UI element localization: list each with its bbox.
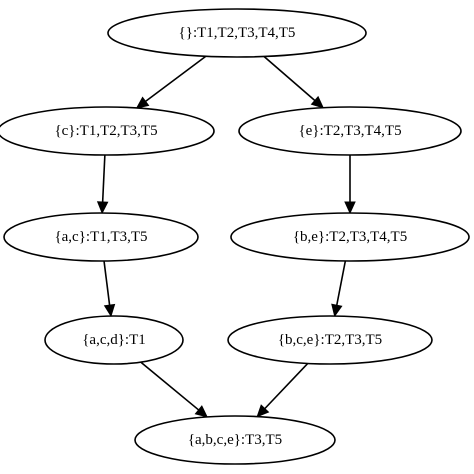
- node-ellipse: [44, 315, 184, 365]
- edge-line: [103, 260, 111, 306]
- edge-e-to-be: [344, 155, 356, 215]
- node-label: {}:T1,T2,T3,T4,T5: [179, 25, 296, 41]
- node-ellipse: [134, 415, 336, 465]
- arrowhead-icon: [194, 405, 209, 418]
- node-ac: {a,c}:T1,T3,T5: [3, 212, 199, 262]
- edge-line: [335, 260, 347, 306]
- node-ellipse: [3, 212, 199, 262]
- arrowhead-icon: [256, 404, 270, 418]
- node-e: {e}:T2,T3,T4,T5: [238, 106, 462, 156]
- arrowhead-icon: [331, 303, 343, 318]
- edge-bce-to-abce: [256, 362, 309, 418]
- node-root: {}:T1,T2,T3,T4,T5: [107, 8, 367, 58]
- node-bce: {b,c,e}:T2,T3,T5: [227, 315, 433, 365]
- node-ellipse: [227, 315, 433, 365]
- node-ellipse: [238, 106, 462, 156]
- arrowhead-icon: [135, 96, 150, 109]
- arrowhead-icon: [310, 95, 325, 109]
- edge-line: [263, 55, 316, 102]
- edge-line: [140, 361, 200, 411]
- node-label: {b,e}:T2,T3,T4,T5: [293, 229, 407, 245]
- node-ellipse: [0, 106, 215, 156]
- edge-ac-to-acd: [103, 260, 116, 318]
- node-label: {e}:T2,T3,T4,T5: [298, 123, 401, 139]
- arrowhead-icon: [103, 303, 116, 318]
- edge-root-to-e: [263, 55, 325, 109]
- node-ellipse: [107, 8, 367, 58]
- node-label: {b,c,e}:T2,T3,T5: [278, 332, 382, 348]
- node-acd: {a,c,d}:T1: [44, 315, 184, 365]
- node-label: {a,b,c,e}:T3,T5: [188, 432, 282, 448]
- edge-c-to-ac: [96, 154, 109, 215]
- arrowhead-icon: [344, 201, 356, 215]
- edge-line: [145, 55, 207, 103]
- node-ellipse: [230, 212, 470, 262]
- edge-root-to-c: [135, 55, 207, 109]
- node-label: {a,c,d}:T1: [82, 332, 146, 348]
- node-label: {a,c}:T1,T3,T5: [54, 229, 147, 245]
- arrowhead-icon: [96, 201, 109, 215]
- node-be: {b,e}:T2,T3,T4,T5: [230, 212, 470, 262]
- edge-line: [264, 362, 309, 410]
- node-label: {c}:T1,T2,T3,T5: [54, 123, 157, 139]
- node-abce: {a,b,c,e}:T3,T5: [134, 415, 336, 465]
- node-c: {c}:T1,T2,T3,T5: [0, 106, 215, 156]
- edge-be-to-bce: [331, 260, 347, 318]
- edge-acd-to-abce: [140, 361, 209, 418]
- edge-line: [101, 154, 106, 203]
